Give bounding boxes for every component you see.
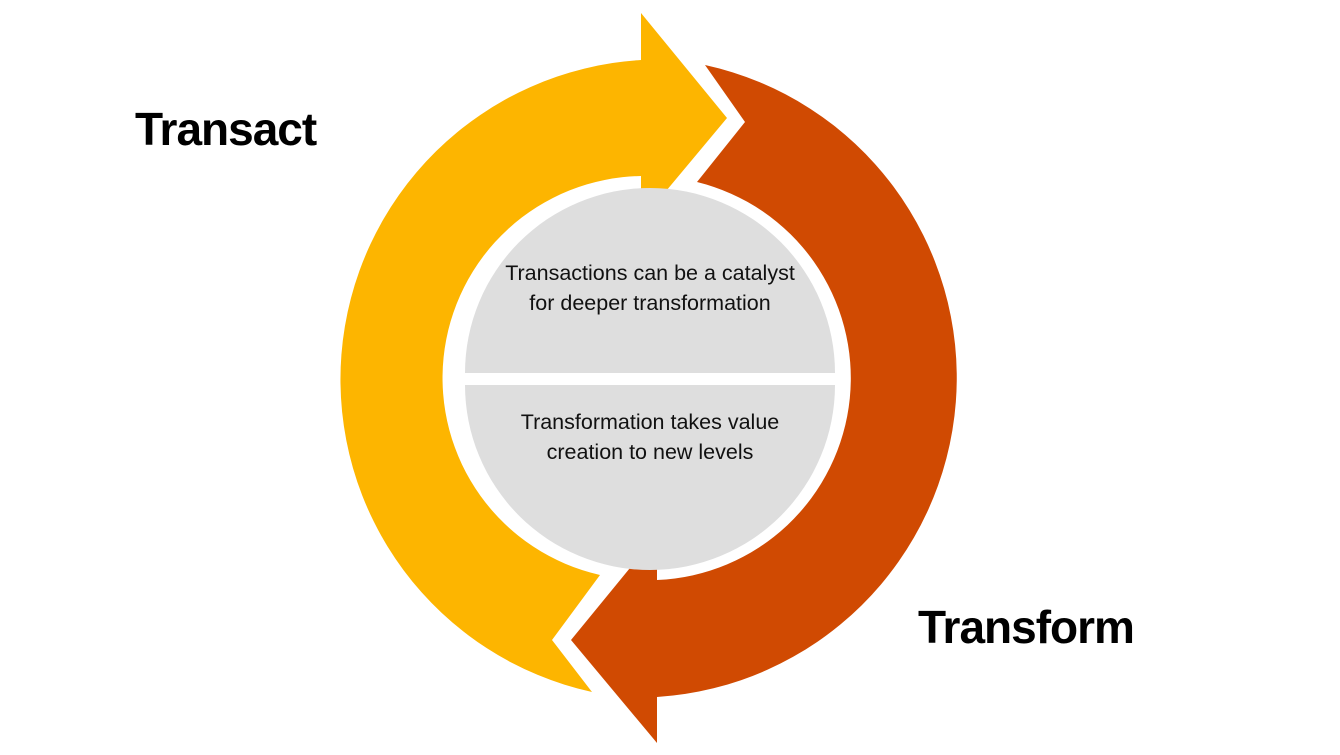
center-disc-bottom: [465, 385, 835, 570]
transform-label: Transform: [918, 601, 1135, 653]
transact-arrow: [340, 13, 727, 692]
transform-arrow: [571, 65, 957, 743]
center-bottom-text: Transformation takes value creation to n…: [520, 410, 780, 464]
center-disc-top: [465, 188, 835, 373]
transact-label: Transact: [135, 103, 317, 155]
center-top-text: Transactions can be a catalyst for deepe…: [505, 261, 795, 315]
